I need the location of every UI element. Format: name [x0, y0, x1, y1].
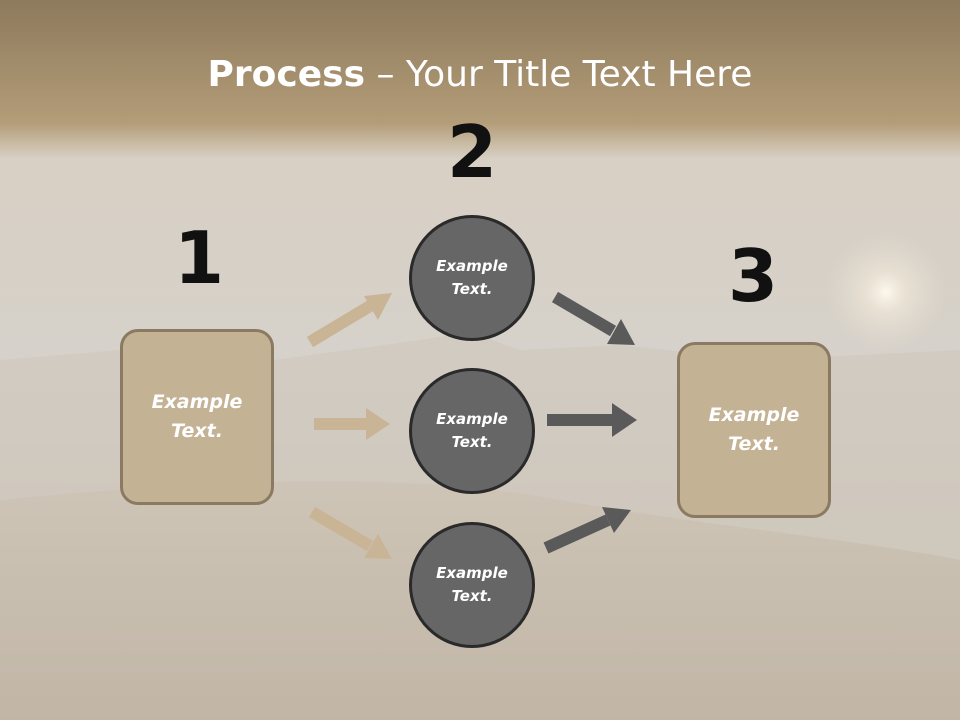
- step-number-2: 2: [446, 110, 498, 194]
- circle-middle-line-1: Example: [436, 410, 508, 428]
- step-1-box: Example Text.: [120, 329, 274, 505]
- arrow-middle-to-right: [547, 403, 637, 437]
- step-2-circle-top: Example Text.: [409, 215, 535, 341]
- title-rest: – Your Title Text Here: [365, 54, 753, 95]
- arrow-top-to-right: [551, 291, 635, 345]
- step-2-circle-bottom: Example Text.: [409, 522, 535, 648]
- step-2-circle-middle: Example Text.: [409, 368, 535, 494]
- arrow-bottom-to-right: [543, 507, 631, 554]
- arrow-left-to-top: [306, 293, 392, 348]
- circle-top-line-2: Text.: [451, 280, 493, 298]
- step-1-line-1: Example: [151, 391, 243, 413]
- arrow-left-to-bottom: [308, 506, 392, 559]
- step-3-box: Example Text.: [677, 342, 831, 518]
- arrow-left-to-middle: [314, 408, 390, 440]
- title-bold: Process: [207, 54, 366, 95]
- step-3-line-1: Example: [708, 404, 800, 426]
- step-number-3: 3: [727, 234, 779, 318]
- circle-bottom-line-1: Example: [436, 564, 508, 582]
- step-3-line-2: Text.: [728, 433, 780, 455]
- step-number-1: 1: [173, 216, 225, 300]
- circle-top-line-1: Example: [436, 257, 508, 275]
- step-1-line-2: Text.: [171, 420, 223, 442]
- slide-title: Process – Your Title Text Here: [0, 52, 960, 98]
- circle-middle-line-2: Text.: [451, 433, 493, 451]
- circle-bottom-line-2: Text.: [451, 587, 493, 605]
